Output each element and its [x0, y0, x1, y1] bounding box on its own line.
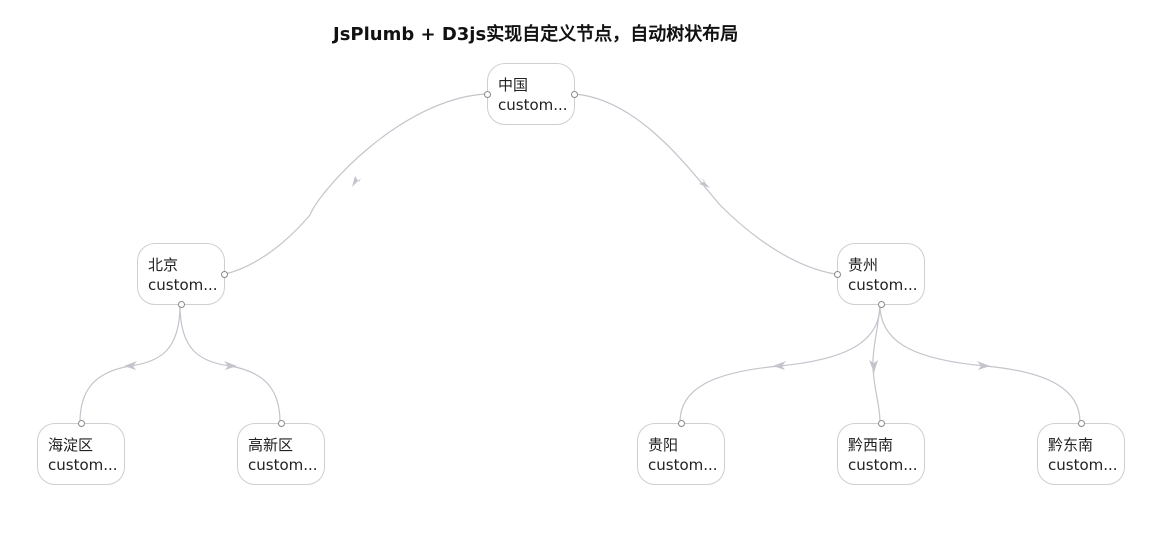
- node-sublabel: custom...: [848, 276, 918, 294]
- arrow-china-guizhou: [699, 178, 710, 188]
- node-guizhou[interactable]: 贵州 custom...: [834, 243, 925, 308]
- node-sublabel: custom...: [498, 96, 568, 114]
- arrow-beijing-haidian: [124, 361, 137, 370]
- endpoint-top[interactable]: [678, 420, 685, 427]
- node-label: 高新区: [248, 436, 294, 454]
- node-sublabel: custom...: [148, 276, 218, 294]
- connector-beijing-gaoxin[interactable]: [179, 304, 281, 423]
- node-sublabel: custom...: [1048, 456, 1118, 474]
- connector-china-beijing[interactable]: [224, 93, 486, 275]
- arrow-beijing-gaoxin: [224, 361, 237, 370]
- node-sublabel: custom...: [48, 456, 118, 474]
- node-qianxinan[interactable]: 黔西南 custom...: [837, 420, 925, 485]
- endpoint-right[interactable]: [571, 91, 578, 98]
- endpoint-bottom[interactable]: [878, 301, 885, 308]
- endpoint-top[interactable]: [78, 420, 85, 427]
- arrow-guizhou-guiyang: [773, 361, 786, 370]
- endpoint-top[interactable]: [1078, 420, 1085, 427]
- connector-guizhou-qiandongnan[interactable]: [879, 304, 1081, 423]
- endpoint-top[interactable]: [278, 420, 285, 427]
- endpoint-top[interactable]: [878, 420, 885, 427]
- arrow-guizhou-qianxinan: [869, 360, 878, 373]
- connector-guizhou-guiyang[interactable]: [679, 304, 881, 423]
- node-label: 黔西南: [848, 436, 894, 454]
- node-sublabel: custom...: [248, 456, 318, 474]
- arrow-china-beijing: [352, 176, 361, 187]
- node-label: 贵阳: [648, 436, 679, 454]
- node-label: 黔东南: [1048, 436, 1094, 454]
- endpoint-left[interactable]: [834, 271, 841, 278]
- node-label: 贵州: [848, 256, 879, 274]
- node-qiandongnan[interactable]: 黔东南 custom...: [1037, 420, 1125, 485]
- endpoint-bottom[interactable]: [178, 301, 185, 308]
- node-gaoxin[interactable]: 高新区 custom...: [237, 420, 325, 485]
- connector-beijing-haidian[interactable]: [79, 304, 181, 423]
- node-haidian[interactable]: 海淀区 custom...: [37, 420, 125, 485]
- node-label: 中国: [498, 76, 529, 94]
- node-beijing[interactable]: 北京 custom...: [137, 243, 228, 308]
- node-label: 北京: [148, 256, 179, 274]
- node-label: 海淀区: [48, 436, 94, 454]
- endpoint-right[interactable]: [221, 271, 228, 278]
- node-guiyang[interactable]: 贵阳 custom...: [637, 420, 725, 485]
- endpoint-left[interactable]: [484, 91, 491, 98]
- arrow-guizhou-qiandongnan: [977, 361, 990, 370]
- connector-china-guizhou[interactable]: [574, 93, 836, 275]
- page-title: JsPlumb + D3js实现自定义节点，自动树状布局: [333, 24, 739, 45]
- node-sublabel: custom...: [648, 456, 718, 474]
- connector-guizhou-qianxinan[interactable]: [872, 304, 881, 423]
- node-sublabel: custom...: [848, 456, 918, 474]
- node-china[interactable]: 中国 custom...: [484, 63, 578, 125]
